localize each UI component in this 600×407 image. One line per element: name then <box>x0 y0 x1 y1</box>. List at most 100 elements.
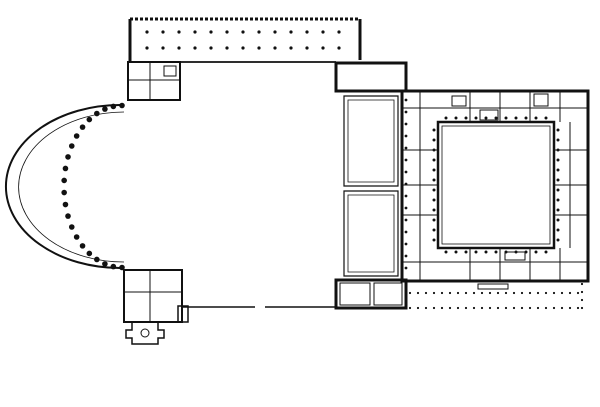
cloister-column <box>556 148 560 152</box>
cloister-column <box>556 208 560 212</box>
arcade-dot <box>464 306 468 310</box>
arcade-dot <box>496 291 500 295</box>
colonnade-column <box>289 46 293 50</box>
arc-column <box>68 224 75 230</box>
cloister-column <box>432 128 436 132</box>
arcade-dot <box>408 291 412 295</box>
colonnade-column <box>193 30 197 34</box>
arcade-dot <box>544 291 548 295</box>
cloister-column <box>444 250 448 254</box>
arcade-dot <box>464 291 468 295</box>
colonnade-column <box>177 30 181 34</box>
cloister-column <box>404 146 408 150</box>
colonnade-column <box>209 46 213 50</box>
cloister-column <box>432 218 436 222</box>
cloister-column <box>404 98 408 102</box>
cloister-column <box>432 208 436 212</box>
cloister-column <box>464 250 468 254</box>
cloister-column <box>556 238 560 242</box>
arcade-dot <box>528 306 532 310</box>
colonnade-column <box>209 30 213 34</box>
colonnade-column <box>305 46 309 50</box>
arcade-dot <box>580 290 584 294</box>
arc-column <box>79 243 86 249</box>
arcade-dot <box>576 306 580 310</box>
arcade-dot <box>512 306 516 310</box>
colonnade-column <box>241 30 245 34</box>
arc-column <box>119 264 125 271</box>
arc-column <box>79 124 86 130</box>
arc-column <box>110 263 117 270</box>
arc-column <box>61 189 67 196</box>
arc-column <box>73 234 80 240</box>
colonnade-column <box>273 30 277 34</box>
arc-column <box>94 110 100 117</box>
colonnade-column <box>289 30 293 34</box>
arc-columns <box>61 102 125 271</box>
cloister-column <box>504 250 508 254</box>
arcade-dot <box>552 291 556 295</box>
colonnade-column <box>145 30 149 34</box>
colonnade-column <box>321 46 325 50</box>
cloister-column <box>534 250 538 254</box>
arcade-dot <box>472 291 476 295</box>
colonnade-column <box>193 46 197 50</box>
arcade-dot <box>560 306 564 310</box>
colonnade-column <box>241 46 245 50</box>
cloister-column <box>556 218 560 222</box>
colonnade-column <box>305 30 309 34</box>
cloister-column <box>484 116 488 120</box>
arcade-dot <box>496 306 500 310</box>
arcade-dot <box>576 291 580 295</box>
cloister-column <box>556 198 560 202</box>
arcade-dot <box>456 306 460 310</box>
cloister-column <box>404 230 408 234</box>
arc-column <box>61 177 67 184</box>
cloister-column <box>556 168 560 172</box>
cloister-column <box>494 116 498 120</box>
colonnade-column <box>161 30 165 34</box>
cloister-column <box>404 170 408 174</box>
colonnade-column <box>273 46 277 50</box>
cloister-column <box>404 158 408 162</box>
arc-column <box>119 102 125 109</box>
colonnade-column <box>257 46 261 50</box>
arcade-dot <box>480 306 484 310</box>
cloister-column <box>404 182 408 186</box>
cloister-column <box>544 250 548 254</box>
cloister-column <box>514 116 518 120</box>
arcade-dot <box>560 291 564 295</box>
arc-column <box>86 250 93 257</box>
arcade-dot <box>552 306 556 310</box>
top-colonnade <box>128 17 362 63</box>
cloister-column <box>404 266 408 270</box>
cloister-column <box>556 178 560 182</box>
cloister-column <box>474 116 478 120</box>
arcade-dot <box>580 298 584 302</box>
colonnade-column <box>177 46 181 50</box>
cloister-column <box>556 138 560 142</box>
cloister-column <box>432 238 436 242</box>
cloister-column <box>404 110 408 114</box>
cloister-column <box>556 158 560 162</box>
colonnade-column <box>145 46 149 50</box>
cloister-column <box>432 188 436 192</box>
cloister-column <box>556 228 560 232</box>
arc-column <box>110 103 117 110</box>
cloister-column <box>404 218 408 222</box>
cloister-column <box>454 250 458 254</box>
cloister-column <box>524 116 528 120</box>
arc-column <box>94 256 100 263</box>
cloister-column <box>544 116 548 120</box>
arcade-dot <box>432 306 436 310</box>
arcade-dot <box>580 306 584 310</box>
south-arcade <box>408 282 584 310</box>
cloister-column <box>432 178 436 182</box>
arcade-dot <box>580 282 584 286</box>
arcade-dot <box>528 291 532 295</box>
arc-column <box>62 201 69 208</box>
colonnade-column <box>257 30 261 34</box>
arcade-dot <box>568 291 572 295</box>
cloister-column <box>404 278 408 282</box>
